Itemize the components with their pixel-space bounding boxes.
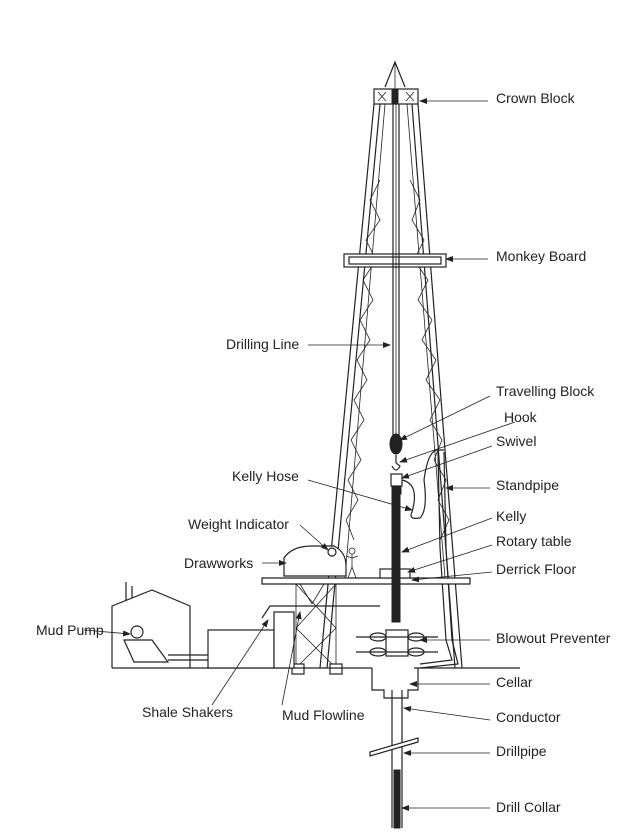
leader-lines xyxy=(83,98,516,811)
cellar xyxy=(371,668,419,699)
label-drilling-line: Drilling Line xyxy=(226,336,299,352)
label-drill-collar: Drill Collar xyxy=(496,799,561,815)
mud-system xyxy=(111,582,380,669)
swivel xyxy=(390,473,403,487)
well xyxy=(356,629,438,829)
label-crown-block: Crown Block xyxy=(496,90,576,106)
derrick-floor xyxy=(261,577,471,585)
labels: Crown Block Monkey Board Drilling Line T… xyxy=(36,90,611,815)
label-shale-shakers: Shale Shakers xyxy=(142,704,233,720)
label-blowout-preventer: Blowout Preventer xyxy=(496,630,611,646)
mud-flowline xyxy=(261,605,380,619)
weight-indicator xyxy=(327,547,337,557)
drill-collar xyxy=(393,769,401,829)
label-monkey-board: Monkey Board xyxy=(496,248,586,264)
label-derrick-floor: Derrick Floor xyxy=(496,561,576,577)
label-cellar: Cellar xyxy=(496,674,533,690)
label-swivel: Swivel xyxy=(496,433,536,449)
label-standpipe: Standpipe xyxy=(496,477,559,493)
label-drawworks: Drawworks xyxy=(184,555,253,571)
label-conductor: Conductor xyxy=(496,709,561,725)
driller-figure xyxy=(345,547,359,579)
hoisting-assembly xyxy=(389,433,459,669)
kelly xyxy=(391,493,401,557)
label-kelly: Kelly xyxy=(496,508,526,524)
mud-pump xyxy=(130,625,144,639)
blowout-preventer xyxy=(356,629,438,657)
hook xyxy=(391,455,401,471)
label-weight-indicator: Weight Indicator xyxy=(188,516,289,532)
shale-shakers xyxy=(207,629,275,669)
substructure xyxy=(112,545,520,675)
label-mud-flowline: Mud Flowline xyxy=(282,707,365,723)
mud-pump-house xyxy=(111,589,191,668)
label-travelling-block: Travelling Block xyxy=(496,383,595,399)
label-hook: Hook xyxy=(504,409,538,425)
label-rotary-table: Rotary table xyxy=(496,533,572,549)
drawworks xyxy=(283,545,347,577)
label-kelly-hose: Kelly Hose xyxy=(232,468,299,484)
travelling-block xyxy=(389,433,403,455)
label-drillpipe: Drillpipe xyxy=(496,743,547,759)
label-mud-pump: Mud Pump xyxy=(36,622,104,638)
